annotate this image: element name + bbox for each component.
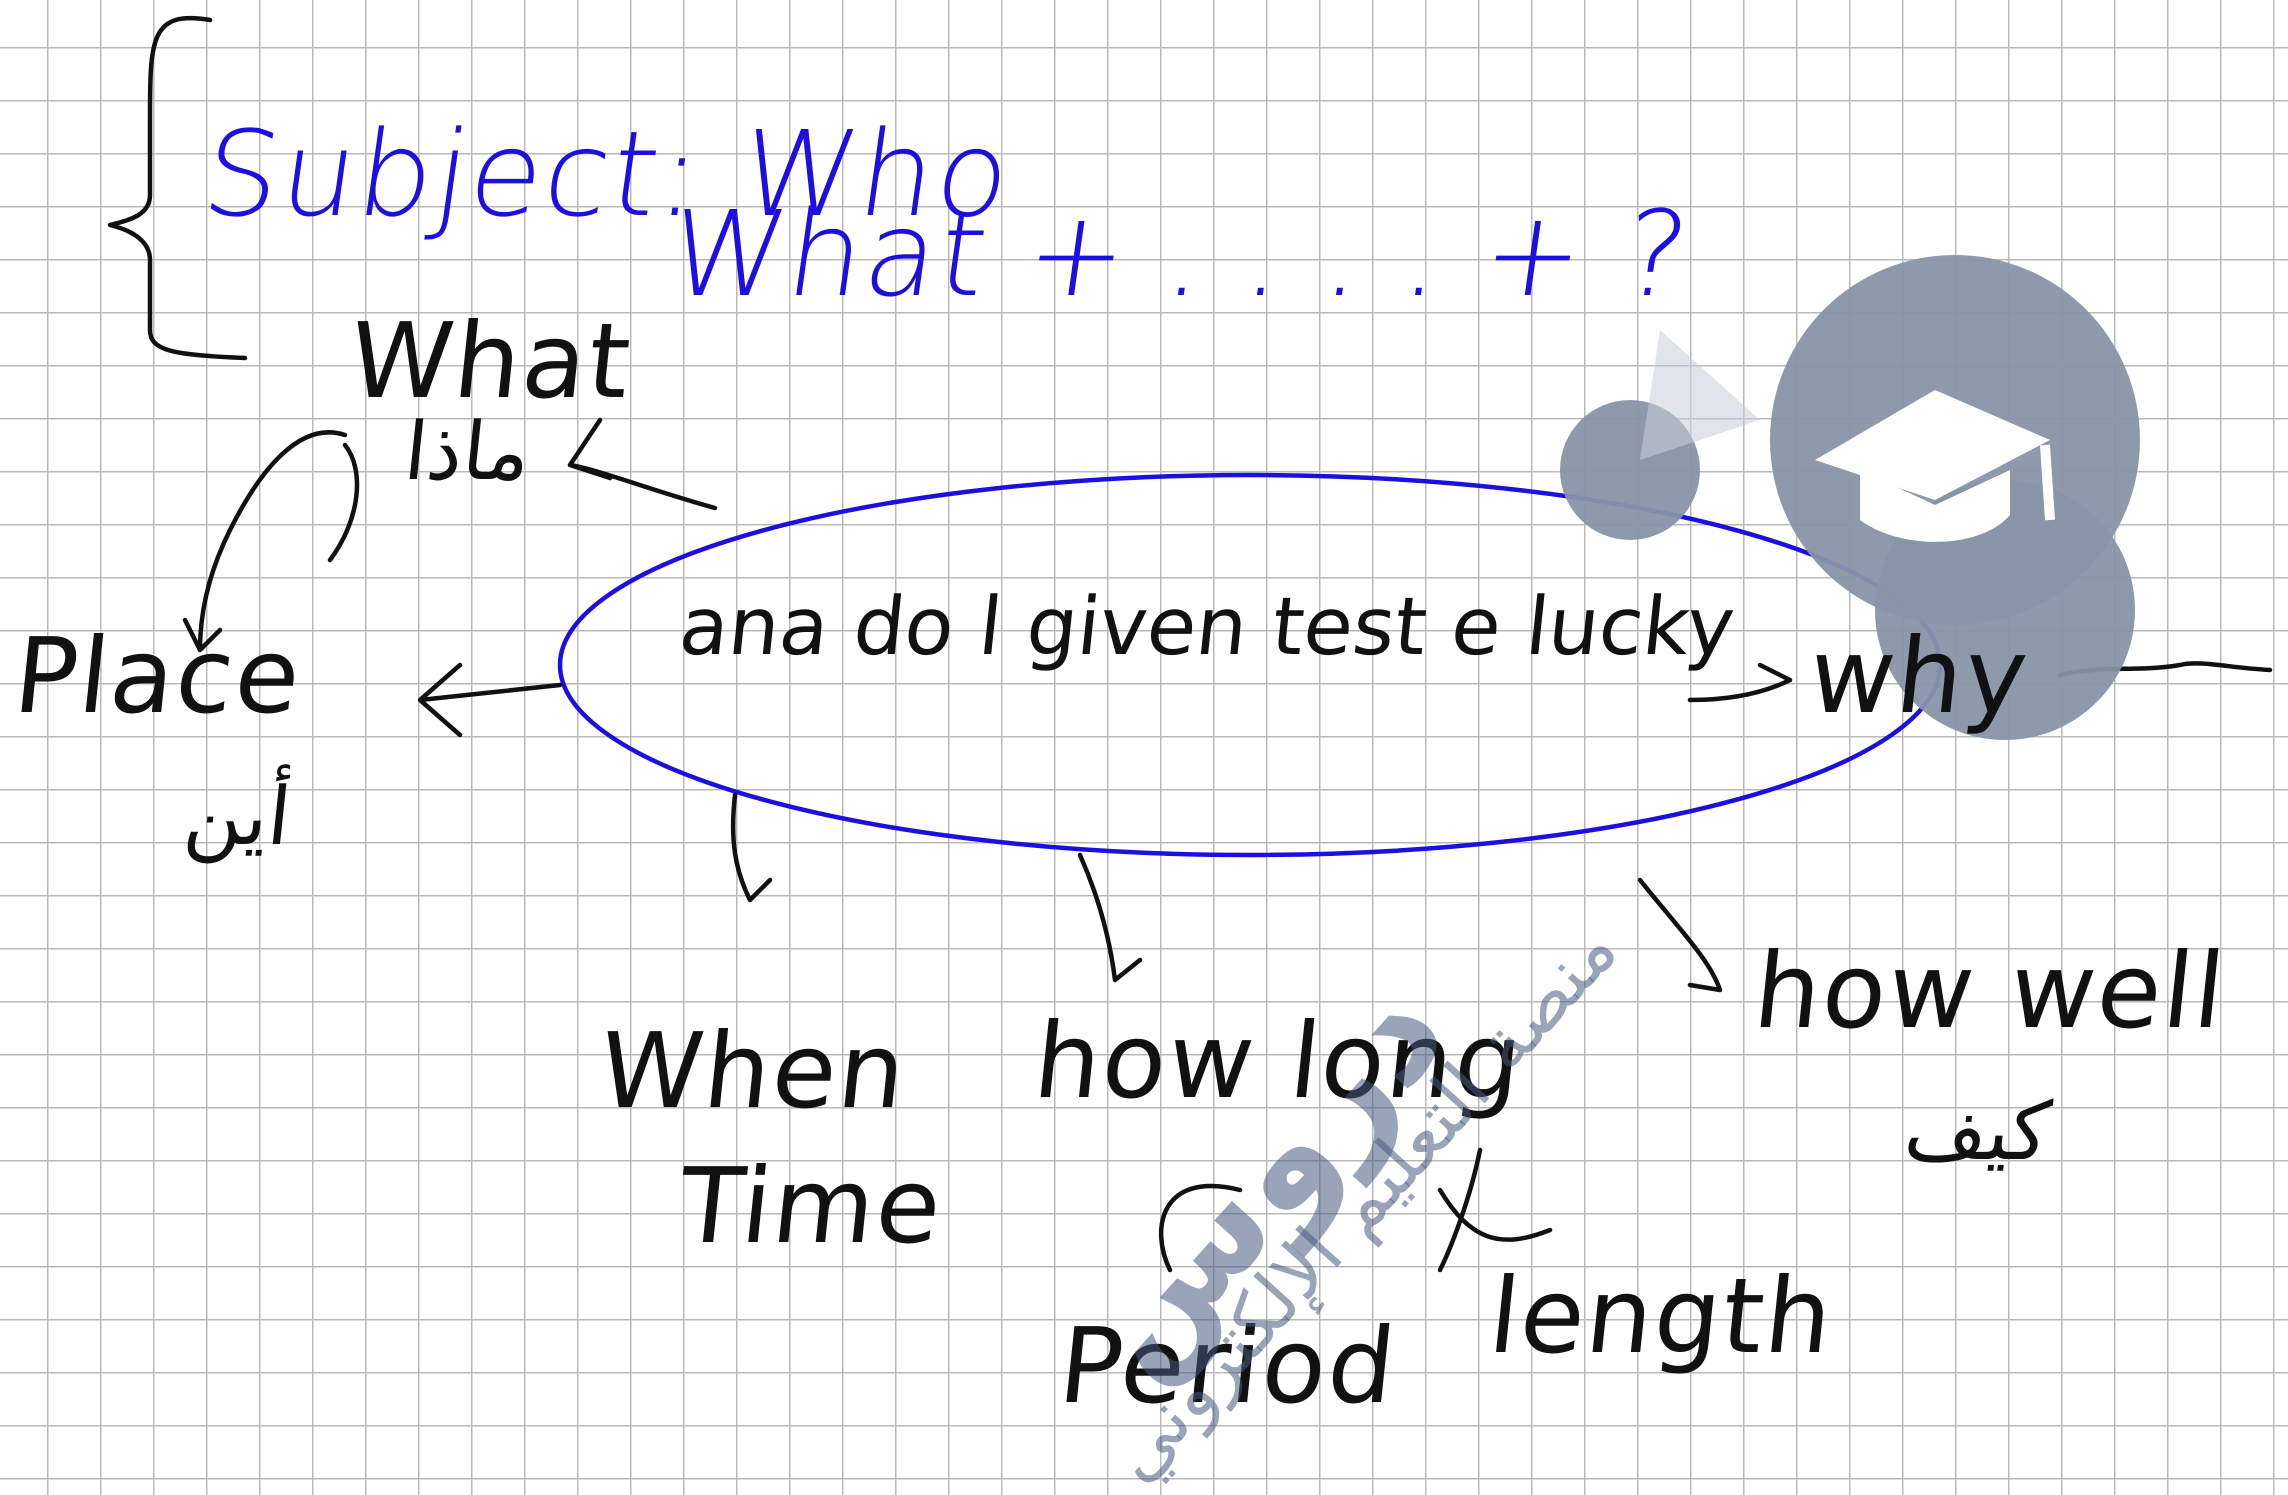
arrow-to-when [730,792,773,903]
arrow-to-place [417,662,563,738]
label-place-ar: أين [180,770,296,863]
center-sentence: ana do l given test e lucky [675,580,1740,673]
curve-what-place-2 [327,442,360,563]
label-what-ar: ماذا [400,405,535,498]
label-how-well-ar: كيف [1900,1085,2055,1178]
curve-what-place [182,430,348,653]
arrow-to-how-long [1077,852,1143,983]
label-place: Place [8,615,308,737]
graduation-cap-icon [1815,390,2055,542]
left-brace [107,15,248,361]
arrow-to-what [567,417,718,511]
label-when: When [593,1010,914,1132]
arrow-to-length [1437,1147,1553,1273]
title-line-2: What + . . . . + ? [660,185,1699,323]
arrow-to-time [1158,1183,1243,1273]
label-why: why [1803,615,2035,737]
label-time: Time [673,1145,949,1267]
label-length: length [1483,1255,1840,1377]
label-how-well: how well [1748,930,2232,1052]
label-what: What [343,300,638,422]
arrow-to-how-well [1637,877,1723,993]
arrow-to-why [1687,662,1793,703]
